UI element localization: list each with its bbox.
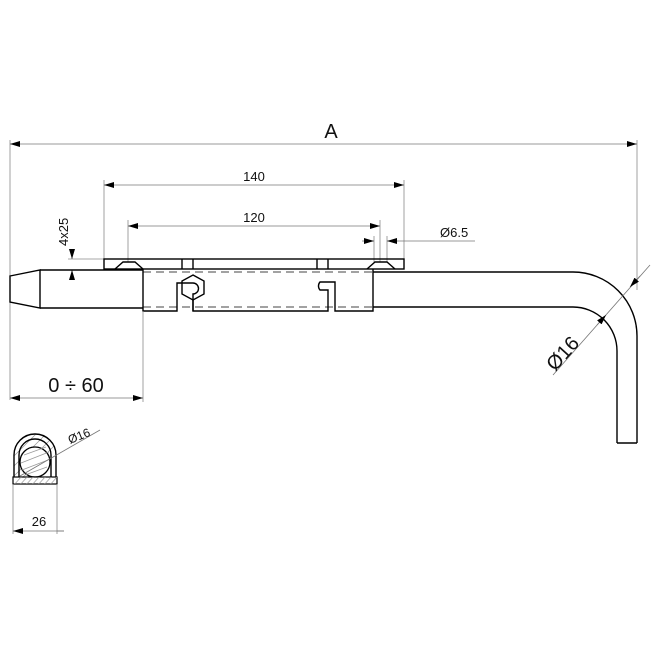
dimension-plate-length: 140 [103, 169, 405, 262]
dimension-label-140: 140 [243, 169, 265, 184]
bolt-rod [9, 269, 638, 444]
dimension-label-rod: Ø16 [542, 333, 584, 376]
dimension-label-section-width: 26 [32, 514, 46, 529]
dimension-label-hole: Ø6.5 [440, 225, 468, 240]
dimension-overall-length: A [9, 121, 638, 400]
guide-housing [142, 269, 374, 312]
dimension-hole-spacing: 120 [127, 210, 381, 262]
dimension-label-travel: 0 ÷ 60 [48, 375, 103, 397]
dimension-label-section-rod: Ø16 [66, 425, 93, 447]
cross-section-view: Ø16 26 [12, 425, 101, 534]
dimension-hole-diameter: Ø6.5 [362, 225, 475, 262]
dimension-label-120: 120 [243, 210, 265, 225]
dimension-bolt-travel: 0 ÷ 60 [10, 311, 144, 402]
dimension-rod-diameter: Ø16 [542, 264, 651, 376]
dimension-plate-thickness: 4x25 [56, 218, 104, 280]
dimension-label-4x25: 4x25 [56, 218, 71, 246]
dimension-label-a: A [324, 121, 338, 143]
mounting-plate [103, 258, 405, 270]
